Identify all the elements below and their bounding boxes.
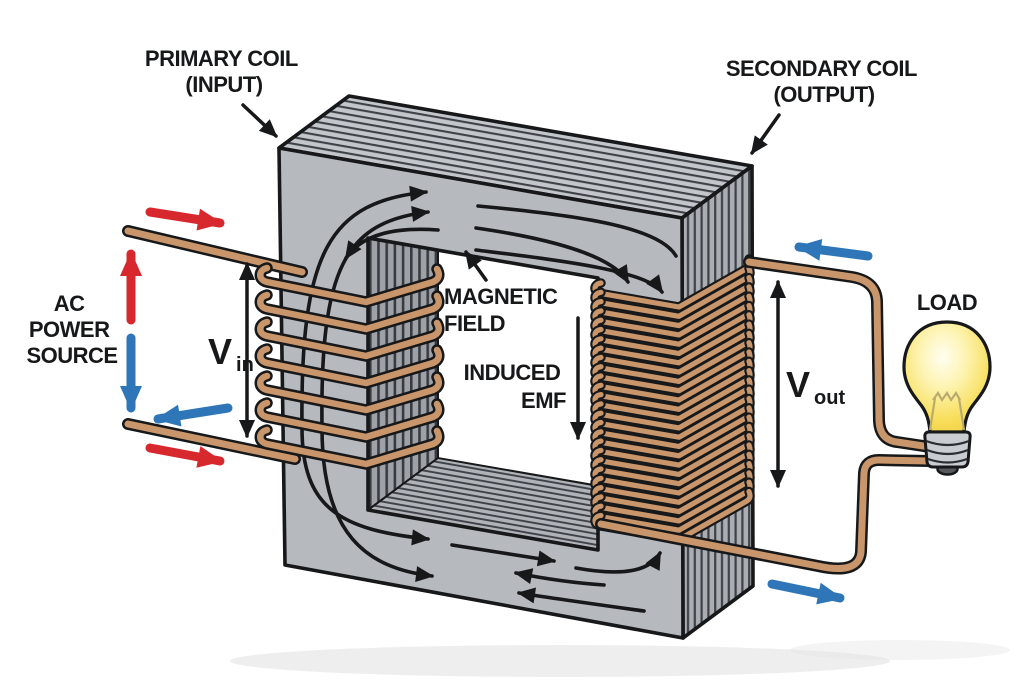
v-out-symbol: V bbox=[786, 364, 810, 405]
magnetic-field-line2: FIELD bbox=[444, 311, 505, 336]
v-in-symbol: V bbox=[208, 331, 232, 372]
ac-power-source-line3: SOURCE bbox=[26, 343, 117, 368]
measurement-arrows bbox=[239, 103, 786, 488]
bulb-screw-base bbox=[923, 430, 972, 469]
current-arrows bbox=[120, 207, 873, 605]
ground-shadow bbox=[230, 640, 1010, 677]
primary-coil bbox=[254, 262, 445, 470]
secondary-circuit-wires bbox=[595, 256, 936, 575]
primary-coil-label: PRIMARY COIL (INPUT) bbox=[145, 46, 303, 97]
secondary-coil-label-line2: (OUTPUT) bbox=[773, 82, 874, 107]
primary-coil-pointer-arrow bbox=[241, 103, 278, 138]
primary-return-current-arrow bbox=[153, 403, 233, 427]
ac-power-source-label: AC POWER SOURCE bbox=[26, 291, 117, 368]
v-in-label: V in bbox=[208, 331, 254, 376]
v-out-subscript: out bbox=[814, 387, 845, 409]
primary-circuit-wires bbox=[122, 225, 308, 465]
bulb-filament bbox=[928, 390, 966, 431]
secondary-coil-label: SECONDARY COIL (OUTPUT) bbox=[726, 56, 922, 107]
v-in-subscript: in bbox=[236, 354, 254, 376]
ac-power-source-line2: POWER bbox=[29, 317, 110, 342]
magnetic-field-line1: MAGNETIC bbox=[444, 284, 558, 309]
induced-emf-line2: EMF bbox=[521, 388, 566, 413]
induced-emf-label: INDUCED EMF bbox=[464, 360, 566, 413]
secondary-bottom-current-arrow bbox=[767, 579, 845, 605]
load-bulb bbox=[902, 320, 992, 476]
secondary-top-current-arrow bbox=[794, 238, 873, 261]
secondary-coil bbox=[590, 254, 755, 545]
primary-coil-label-line1: PRIMARY COIL bbox=[145, 46, 298, 71]
labels: PRIMARY COIL (INPUT) SECONDARY COIL (OUT… bbox=[26, 46, 977, 413]
bulb-glass bbox=[902, 320, 992, 434]
magnetic-field-pointer-arrow bbox=[464, 250, 488, 282]
secondary-coil-label-line1: SECONDARY COIL bbox=[726, 56, 917, 81]
bulb-base-ridges bbox=[925, 439, 970, 464]
ac-power-source-line1: AC bbox=[54, 291, 85, 316]
induced-emf-line1: INDUCED bbox=[464, 360, 561, 385]
primary-coil-label-line2: (INPUT) bbox=[185, 72, 262, 97]
v-out-label: V out bbox=[786, 364, 845, 409]
primary-top-current-arrow bbox=[145, 207, 225, 231]
secondary-coil-pointer-arrow bbox=[750, 113, 781, 155]
primary-bottom-current-arrow bbox=[145, 443, 225, 468]
magnetic-field-label: MAGNETIC FIELD bbox=[444, 284, 563, 336]
load-label-text: LOAD bbox=[917, 290, 977, 315]
load-label: LOAD bbox=[917, 290, 977, 315]
